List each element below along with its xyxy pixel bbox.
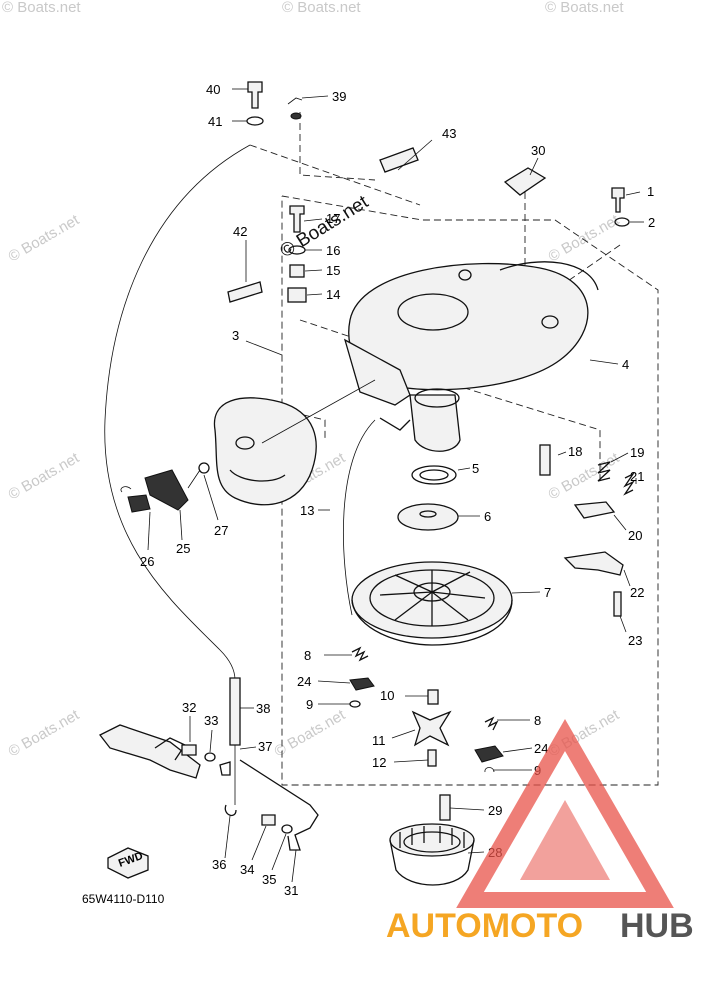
label-20: 20 — [628, 528, 642, 543]
label-35: 35 — [262, 872, 276, 887]
starter-housing — [343, 261, 599, 452]
watermark-text: © Boats.net — [6, 211, 83, 265]
drive-parts — [349, 646, 504, 773]
starter-handle — [120, 462, 210, 513]
label-30: 30 — [531, 143, 545, 158]
label-26: 26 — [140, 554, 154, 569]
label-13: 13 — [300, 503, 314, 518]
mounting-hardware — [227, 81, 419, 303]
diagram-code: 65W4110-D110 — [82, 892, 165, 906]
label-27: 27 — [214, 523, 228, 538]
label-29: 29 — [488, 803, 502, 818]
label-38: 38 — [256, 701, 270, 716]
label-42: 42 — [233, 224, 247, 239]
watermark-group: © Boats.net © Boats.net © Boats.net © Bo… — [2, 0, 624, 760]
label-9: 9 — [306, 697, 313, 712]
label-37: 37 — [258, 739, 272, 754]
label-24b: 24 — [534, 741, 548, 756]
drive-drum — [389, 794, 475, 886]
watermark-text: © Boats.net — [546, 211, 623, 265]
label-4: 4 — [622, 357, 629, 372]
watermark-text-dark: © Boats.net — [277, 191, 373, 262]
label-25: 25 — [176, 541, 190, 556]
label-23: 23 — [628, 633, 642, 648]
label-2: 2 — [648, 215, 655, 230]
label-31: 31 — [284, 883, 298, 898]
label-18: 18 — [568, 444, 582, 459]
logo-text-primary: AUTOMOTO — [386, 907, 583, 945]
label-11: 11 — [372, 733, 386, 748]
reel-assembly — [351, 465, 513, 646]
watermark-text: © Boats.net — [2, 0, 81, 16]
label-8b: 8 — [534, 713, 541, 728]
callout-labels: 40 41 39 43 30 1 2 17 16 15 14 42 3 4 5 … — [140, 82, 655, 898]
label-7: 7 — [544, 585, 551, 600]
watermark-text: © Boats.net — [6, 449, 83, 503]
label-5: 5 — [472, 461, 479, 476]
label-19: 19 — [630, 445, 644, 460]
label-10: 10 — [380, 688, 394, 703]
rope-handle-guide — [213, 379, 376, 506]
label-39: 39 — [332, 89, 346, 104]
leader-lines — [147, 88, 644, 883]
label-8: 8 — [304, 648, 311, 663]
label-43: 43 — [442, 126, 456, 141]
watermark-text: © Boats.net — [6, 706, 83, 760]
label-41: 41 — [208, 114, 222, 129]
label-15: 15 — [326, 263, 340, 278]
label-16: 16 — [326, 243, 340, 258]
watermark-text: © Boats.net — [282, 0, 361, 16]
label-32: 32 — [182, 700, 196, 715]
logo-text-secondary: HUB — [620, 907, 694, 945]
start-lever-parts — [503, 167, 635, 617]
label-36: 36 — [212, 857, 226, 872]
label-40: 40 — [206, 82, 220, 97]
label-14: 14 — [326, 287, 340, 302]
label-24: 24 — [297, 674, 311, 689]
starter-cable — [104, 144, 376, 805]
label-6: 6 — [484, 509, 491, 524]
label-22: 22 — [630, 585, 644, 600]
label-3: 3 — [232, 328, 239, 343]
label-12: 12 — [372, 755, 386, 770]
watermark-text: © Boats.net — [546, 449, 623, 503]
label-34: 34 — [240, 862, 254, 877]
label-33: 33 — [204, 713, 218, 728]
label-21: 21 — [630, 469, 644, 484]
watermark-text: © Boats.net — [272, 706, 349, 760]
linkage-parts — [99, 724, 319, 879]
logo: AUTOMOTO HUB — [386, 718, 694, 945]
label-17: 17 — [326, 211, 340, 226]
label-1: 1 — [647, 184, 654, 199]
watermark-text: © Boats.net — [545, 0, 624, 16]
